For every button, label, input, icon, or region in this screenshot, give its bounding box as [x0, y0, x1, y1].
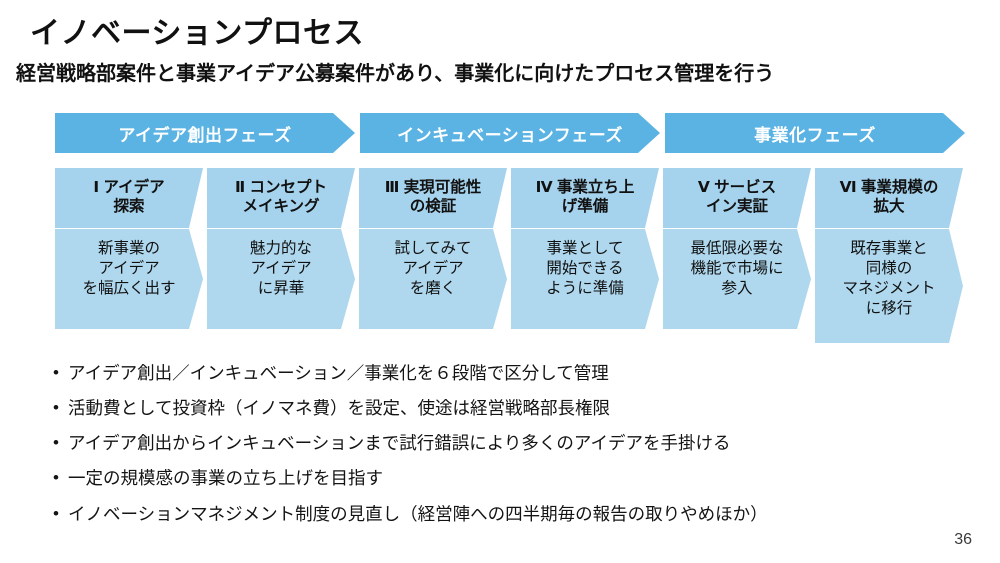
- step-description: 新事業の アイデア を幅広く出す: [55, 229, 203, 329]
- step-desc-line1: 既存事業と: [850, 240, 928, 257]
- list-item-text: アイデア創出からインキュベーションまで試行錯誤により多くのアイデアを手掛ける: [68, 433, 731, 454]
- bullet-marker-icon: •: [53, 363, 59, 382]
- step-desc-line2: 同様の: [865, 260, 913, 278]
- list-item-text: 一定の規模感の事業の立ち上げを目指す: [68, 468, 383, 489]
- list-item: • イノベーションマネジメント制度の見直し（経営陣への四半期毎の報告の取りやめほ…: [44, 501, 984, 528]
- step-title-line2: メイキング: [242, 198, 320, 215]
- step-title-line2: 拡大: [873, 198, 905, 215]
- step-desc-line2: 開始できる: [546, 260, 624, 278]
- step-desc-line3: マネジメント: [842, 280, 936, 298]
- step-header: Ⅳ 事業立ち上 げ準備: [511, 168, 659, 228]
- step-numeral: Ⅲ: [384, 179, 400, 197]
- process-step-3: Ⅲ 実現可能性 の検証 試してみて アイデア を磨く: [359, 168, 507, 343]
- list-item: • アイデア創出からインキュベーションまで試行錯誤により多くのアイデアを手掛ける: [44, 430, 984, 457]
- page-title: イノベーションプロセス: [30, 17, 364, 50]
- step-desc-line2: アイデア: [402, 260, 464, 278]
- step-desc-line1: 新事業の: [97, 240, 160, 257]
- step-header: Ⅵ 事業規模の 拡大: [815, 168, 963, 228]
- page-number: 36: [954, 531, 972, 548]
- step-desc-line3: に昇華: [257, 280, 305, 298]
- step-desc-line1: 事業として: [546, 240, 624, 257]
- step-title-line1: サービス: [714, 179, 777, 197]
- step-title-line2: イン実証: [705, 198, 768, 215]
- phase-banner: アイデア創出フェーズ インキュベーションフェーズ 事業化フェーズ: [55, 113, 965, 153]
- list-item: • 一定の規模感の事業の立ち上げを目指す: [44, 465, 984, 492]
- bullet-marker-icon: •: [53, 398, 59, 418]
- bullet-marker-icon: •: [53, 468, 59, 488]
- step-description: 最低限必要な 機能で市場に 参入: [663, 229, 811, 329]
- phase-label: インキュベーションフェーズ: [397, 125, 623, 145]
- step-numeral: Ⅰ: [93, 179, 100, 197]
- step-description: 試してみて アイデア を磨く: [359, 229, 507, 329]
- step-desc-line2: アイデア: [98, 260, 160, 278]
- list-item-text: 活動費として投資枠（イノマネ費）を設定、使途は経営戦略部長権限: [68, 398, 610, 419]
- step-title-line1: アイデア: [103, 179, 165, 197]
- phase-chevron-commercialization: 事業化フェーズ: [665, 113, 965, 153]
- list-item-text: アイデア創出／インキュベーション／事業化を６段階で区分して管理: [68, 363, 609, 383]
- step-desc-line2: 機能で市場に: [690, 260, 784, 278]
- step-header: Ⅲ 実現可能性 の検証: [359, 168, 507, 228]
- step-description: 事業として 開始できる ように準備: [511, 229, 659, 329]
- phase-chevron-incubation: インキュベーションフェーズ: [360, 113, 660, 153]
- step-title-line1: 実現可能性: [403, 179, 482, 197]
- step-header: Ⅰ アイデア 探索: [55, 168, 203, 228]
- step-title-line2: げ準備: [561, 198, 609, 215]
- step-desc-line2: アイデア: [250, 260, 312, 278]
- bullet-marker-icon: •: [53, 433, 59, 453]
- list-item: • 活動費として投資枠（イノマネ費）を設定、使途は経営戦略部長権限: [44, 395, 984, 422]
- step-desc-line3: ように準備: [546, 280, 624, 298]
- step-title-line1: コンセプト: [249, 179, 328, 197]
- process-step-4: Ⅳ 事業立ち上 げ準備 事業として 開始できる ように準備: [511, 168, 659, 343]
- process-step-6: Ⅵ 事業規模の 拡大 既存事業と 同様の マネジメント に移行: [815, 168, 963, 343]
- phase-label: 事業化フェーズ: [754, 125, 876, 145]
- step-description: 既存事業と 同様の マネジメント に移行: [815, 229, 963, 343]
- list-item: • アイデア創出／インキュベーション／事業化を６段階で区分して管理: [44, 360, 984, 387]
- step-numeral: Ⅵ: [839, 179, 857, 197]
- step-header: Ⅴ サービス イン実証: [663, 168, 811, 228]
- process-step-1: Ⅰ アイデア 探索 新事業の アイデア を幅広く出す: [55, 168, 203, 343]
- step-desc-line1: 最低限必要な: [690, 240, 784, 257]
- step-desc-line1: 魅力的な: [249, 240, 312, 257]
- phase-label: アイデア創出フェーズ: [118, 125, 292, 145]
- step-desc-line3: を磨く: [409, 280, 457, 298]
- step-title-line2: 探索: [113, 198, 145, 215]
- page-subtitle: 経営戦略部案件と事業アイデア公募案件があり、事業化に向けたプロセス管理を行う: [16, 63, 775, 85]
- step-numeral: Ⅳ: [535, 179, 553, 197]
- step-description: 魅力的な アイデア に昇華: [207, 229, 355, 329]
- step-desc-line3: 参入: [721, 280, 753, 298]
- step-numeral: Ⅴ: [697, 179, 710, 197]
- step-title-line1: 事業立ち上: [556, 179, 635, 197]
- step-title-line1: 事業規模の: [860, 179, 939, 197]
- bullet-marker-icon: •: [53, 503, 59, 523]
- step-header: Ⅱ コンセプト メイキング: [207, 168, 355, 228]
- phase-chevron-ideation: アイデア創出フェーズ: [55, 113, 355, 153]
- process-step-5: Ⅴ サービス イン実証 最低限必要な 機能で市場に 参入: [663, 168, 811, 343]
- step-title-line2: の検証: [409, 198, 457, 215]
- step-desc-line1: 試してみて: [394, 240, 472, 257]
- step-desc-line3: を幅広く出す: [82, 280, 176, 298]
- process-step-2: Ⅱ コンセプト メイキング 魅力的な アイデア に昇華: [207, 168, 355, 343]
- step-desc-line4: に移行: [865, 300, 913, 318]
- step-numeral: Ⅱ: [234, 179, 246, 197]
- process-steps: Ⅰ アイデア 探索 新事業の アイデア を幅広く出す Ⅱ コンセプト メイキング…: [55, 168, 965, 343]
- list-item-text: イノベーションマネジメント制度の見直し（経営陣への四半期毎の報告の取りやめほか）: [68, 503, 768, 524]
- bullet-list: • アイデア創出／インキュベーション／事業化を６段階で区分して管理 • 活動費と…: [44, 360, 984, 536]
